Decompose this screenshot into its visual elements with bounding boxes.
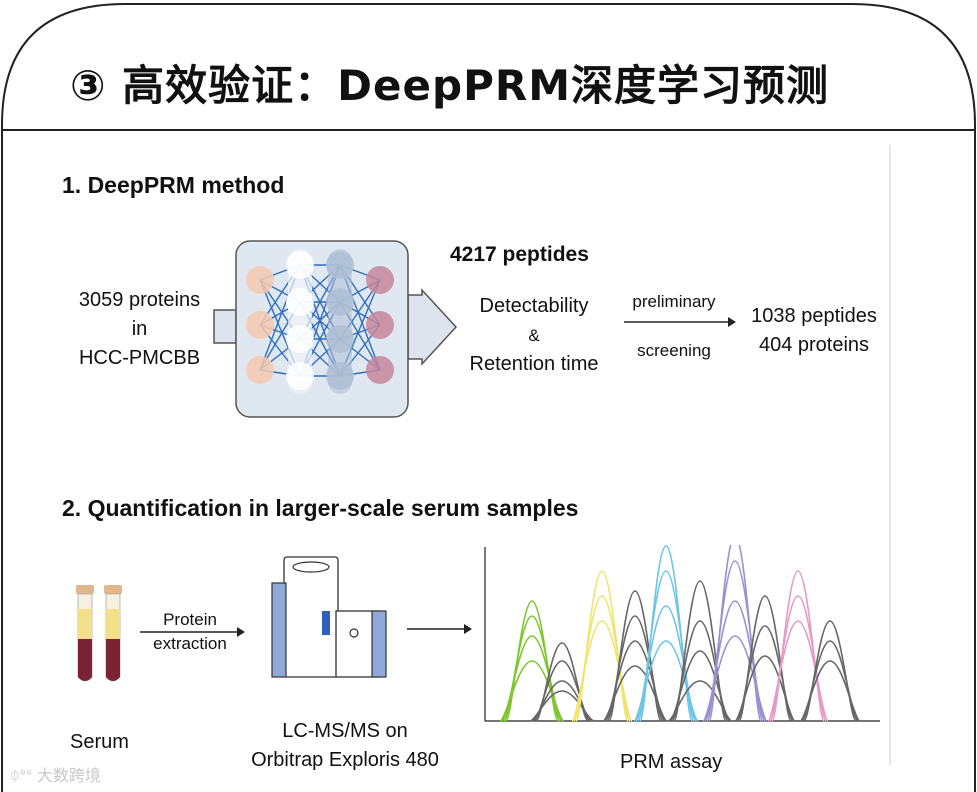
extraction-label-bottom: extraction — [153, 634, 227, 653]
chromatogram-peak — [575, 570, 629, 722]
chromatogram-peak — [633, 640, 699, 722]
serum-tube-left — [76, 585, 94, 682]
section1-heading: 1. DeepPRM method — [62, 172, 285, 198]
nn-node — [286, 251, 314, 279]
chromatogram-peak — [667, 680, 733, 722]
serum-tubes-icon — [76, 585, 122, 682]
ms-display — [322, 611, 330, 635]
nn-node — [286, 288, 314, 316]
mass-spectrometer-icon — [271, 556, 387, 678]
properties-line1: Detectability — [479, 295, 589, 317]
frame-border — [1, 3, 976, 792]
nn-nodes — [246, 249, 394, 394]
screening-label-top: preliminary — [632, 292, 716, 311]
instrument-line2: Orbitrap Exploris 480 — [251, 749, 439, 771]
ms-side-panel-right — [371, 610, 387, 678]
nn-node — [246, 356, 274, 384]
neural-network-diagram — [213, 240, 458, 418]
output-peptide-count: 4217 peptides — [450, 243, 589, 266]
chromatogram-peak — [571, 620, 633, 722]
nn-node — [326, 288, 354, 316]
extraction-label-top: Protein — [163, 610, 217, 629]
slide-title: ③ 高效验证：DeepPRM深度学习预测 — [70, 61, 829, 110]
nn-node — [326, 251, 354, 279]
chromatogram-peak — [669, 650, 731, 722]
chromatogram-peak — [767, 620, 829, 722]
input-line3: HCC-PMCBB — [78, 347, 201, 369]
extraction-arrow — [140, 627, 245, 637]
nn-layer-highlight — [288, 249, 312, 394]
to-assay-arrow — [407, 624, 472, 634]
chromatogram-peak — [529, 690, 595, 722]
nn-node — [246, 311, 274, 339]
chromatogram-peak — [499, 660, 565, 722]
chromatogram-peak — [602, 665, 668, 722]
ms-port — [349, 628, 359, 638]
result-text: 1038 peptides 404 proteins — [738, 302, 890, 360]
chromatogram-peak — [706, 560, 764, 722]
screening-label-bottom: screening — [637, 341, 711, 360]
nn-output-arrow — [407, 288, 458, 366]
input-line1: 3059 proteins — [78, 289, 201, 311]
nn-node — [326, 362, 354, 390]
chromatogram-peak — [501, 635, 563, 722]
assay-label: PRM assay — [620, 751, 723, 773]
chromatogram-peak — [702, 635, 768, 722]
nn-node — [286, 325, 314, 353]
input-line2: in — [131, 318, 148, 340]
chromatogram-peak — [503, 615, 561, 722]
chromatogram-peaks — [499, 545, 861, 722]
chromatogram-peak — [771, 570, 825, 722]
ms-body — [335, 610, 379, 678]
serum-label: Serum — [70, 731, 129, 753]
watermark: ᛰ°° 大数跨境 — [10, 762, 101, 786]
nn-node — [326, 325, 354, 353]
screening-arrow — [624, 317, 736, 327]
properties-line3: Retention time — [469, 353, 599, 375]
watermark-logo-icon: ᛰ°° — [10, 768, 33, 785]
chromatogram-peak — [734, 655, 796, 722]
nn-node — [246, 266, 274, 294]
nn-layer-highlight — [328, 249, 352, 394]
chromatogram-peak — [799, 660, 861, 722]
section2-heading: 2. Quantification in larger-scale serum … — [62, 495, 579, 521]
properties-line2: & — [528, 326, 540, 345]
result-line2: 404 proteins — [758, 334, 870, 356]
chromatogram-peak — [801, 640, 859, 722]
instrument-text: LC-MS/MS on Orbitrap Exploris 480 — [220, 717, 470, 775]
nn-node — [366, 311, 394, 339]
prm-chromatogram — [484, 545, 880, 722]
watermark-text: 大数跨境 — [36, 768, 101, 785]
input-text: 3059 proteins in HCC-PMCBB — [52, 286, 227, 373]
nn-node — [366, 266, 394, 294]
ms-side-panel-left — [271, 582, 287, 678]
ms-tower-top — [292, 561, 330, 573]
nn-node — [366, 356, 394, 384]
instrument-line1: LC-MS/MS on — [282, 720, 408, 742]
serum-tube-right — [104, 585, 122, 682]
properties-text: Detectability & Retention time — [448, 292, 620, 379]
nn-input-arrow — [213, 309, 237, 344]
nn-node — [286, 362, 314, 390]
result-line1: 1038 peptides — [751, 305, 877, 327]
